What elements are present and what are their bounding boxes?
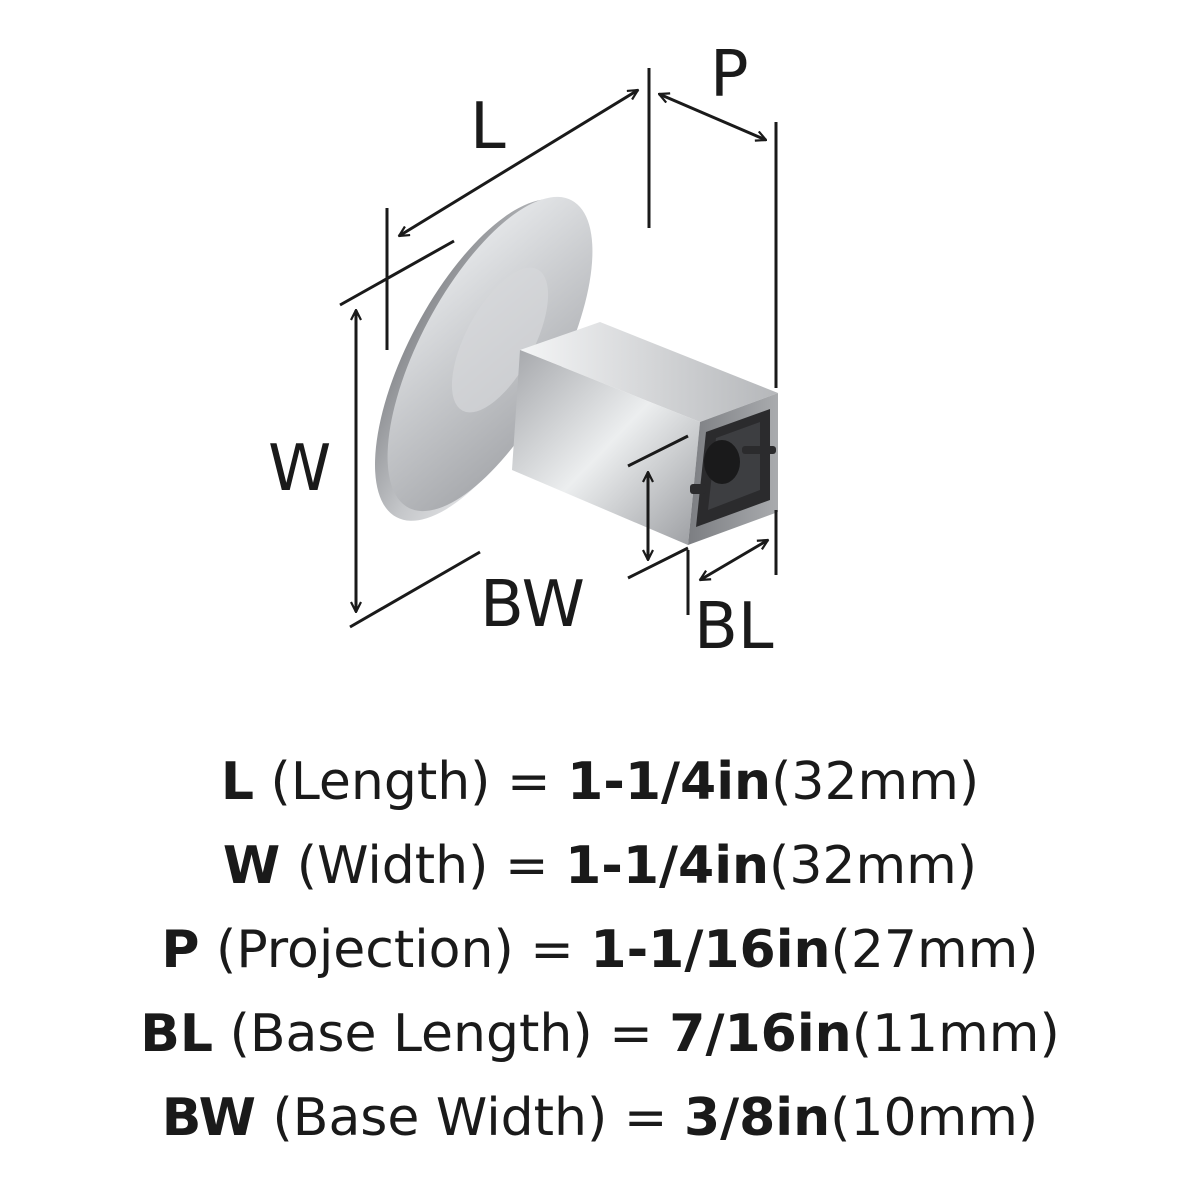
knob-base-disc — [375, 196, 593, 521]
spec-line-length: L (Length) = 1-1/4in(32mm) — [0, 740, 1200, 824]
spec-desc: (Base Length) — [229, 1004, 593, 1064]
spec-metric: (32mm) — [771, 752, 980, 812]
base-length-arrow — [700, 538, 768, 582]
knob-stem — [512, 322, 778, 545]
spec-imperial: 1-1/4in — [567, 752, 772, 812]
spec-desc: (Projection) — [216, 920, 514, 980]
label-w: W — [268, 432, 331, 506]
projection-arrow — [659, 94, 766, 140]
label-bl: BL — [694, 590, 774, 664]
spec-line-projection: P (Projection) = 1-1/16in(27mm) — [0, 908, 1200, 992]
knob-insert — [690, 409, 776, 527]
spec-imperial: 7/16in — [669, 1004, 852, 1064]
spec-desc: (Base Width) — [272, 1088, 608, 1148]
dimension-arrows — [356, 90, 768, 612]
label-l: L — [470, 90, 506, 164]
spec-equals: = — [623, 1088, 668, 1148]
spec-code: BW — [161, 1088, 256, 1148]
spec-metric: (10mm) — [830, 1088, 1039, 1148]
length-arrow — [399, 90, 638, 236]
label-p: P — [710, 38, 749, 112]
spec-line-base-length: BL (Base Length) = 7/16in(11mm) — [0, 992, 1200, 1076]
spec-equals: = — [507, 752, 551, 812]
spec-metric: (11mm) — [851, 1004, 1060, 1064]
spec-code: W — [222, 836, 281, 896]
spec-code: BL — [140, 1004, 214, 1064]
spec-desc: (Length) — [270, 752, 491, 812]
spec-imperial: 1-1/4in — [565, 836, 770, 896]
spec-list: L (Length) = 1-1/4in(32mm) W (Width) = 1… — [0, 740, 1200, 1160]
spec-metric: (32mm) — [769, 836, 978, 896]
spec-line-base-width: BW (Base Width) = 3/8in(10mm) — [0, 1076, 1200, 1160]
spec-equals: = — [609, 1004, 653, 1064]
spec-desc: (Width) — [296, 836, 489, 896]
label-bw: BW — [480, 568, 585, 642]
extension-lines — [339, 68, 778, 629]
spec-metric: (27mm) — [830, 920, 1039, 980]
spec-imperial: 3/8in — [683, 1088, 831, 1148]
spec-code: L — [220, 752, 254, 812]
spec-imperial: 1-1/16in — [590, 920, 831, 980]
spec-equals: = — [530, 920, 574, 980]
spec-equals: = — [504, 836, 549, 896]
dimension-diagram: L P W BW BL — [268, 38, 778, 664]
spec-code: P — [161, 920, 200, 980]
spec-line-width: W (Width) = 1-1/4in(32mm) — [0, 824, 1200, 908]
